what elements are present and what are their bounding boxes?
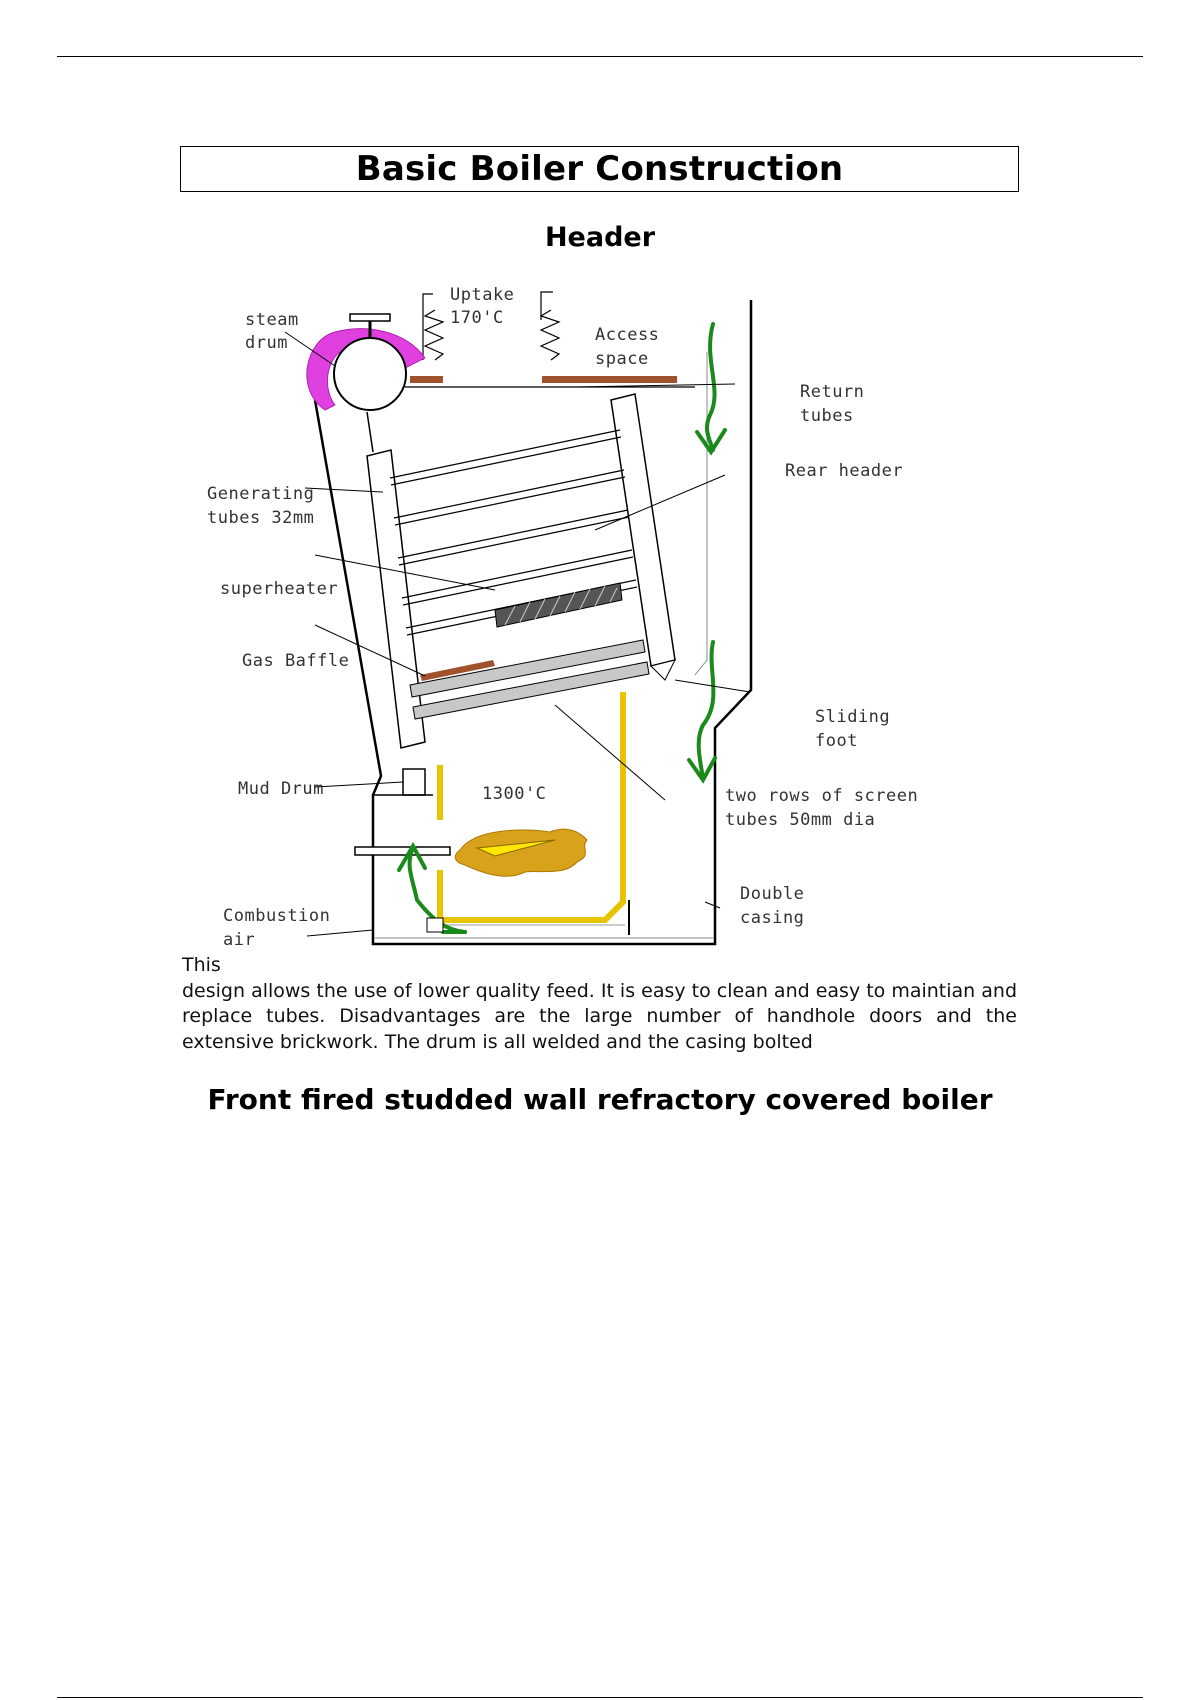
label-access: Access xyxy=(595,325,659,345)
label-furnace-temp: 1300'C xyxy=(482,784,546,804)
label-uptake-temp: 170'C xyxy=(450,308,504,328)
outer-casing xyxy=(313,300,753,946)
sliding-foot xyxy=(650,659,676,681)
leader-lines xyxy=(284,331,751,937)
label-mud-drum: Mud Drum xyxy=(238,779,324,799)
label-uptake: Uptake xyxy=(450,285,514,305)
furnace-wall xyxy=(437,692,626,923)
diagram-heading: Header xyxy=(544,222,656,253)
label-drum: drum xyxy=(245,333,288,353)
superheater-hatch xyxy=(504,585,618,626)
flow-arrows xyxy=(397,322,727,934)
gas-baffle xyxy=(420,660,495,681)
description-paragraph: This design allows the use of lower qual… xyxy=(182,953,1017,1055)
label-tubes: tubes xyxy=(800,406,854,426)
mud-drum xyxy=(402,768,426,796)
label-screen: two rows of screen xyxy=(725,786,918,806)
label-generating: Generating xyxy=(207,484,314,504)
label-screen-size: tubes 50mm dia xyxy=(725,810,875,830)
label-steam: steam xyxy=(245,310,299,330)
title-box: Basic Boiler Construction xyxy=(180,146,1019,192)
steam-drum xyxy=(333,337,407,411)
paragraph-body: design allows the use of lower quality f… xyxy=(182,979,1018,1053)
uptake-spring-right xyxy=(539,309,561,361)
screen-tube-2 xyxy=(412,661,650,720)
flame xyxy=(454,828,588,877)
steam-valve xyxy=(349,313,391,322)
top-rule xyxy=(57,56,1143,57)
label-generating-size: tubes 32mm xyxy=(207,508,314,528)
label-combustion: Combustion xyxy=(223,906,330,926)
label-double: Double xyxy=(740,884,804,904)
screen-tube-1 xyxy=(409,639,646,698)
label-casing: casing xyxy=(740,908,804,928)
front-header xyxy=(366,449,426,749)
label-foot: foot xyxy=(815,731,858,751)
label-space: space xyxy=(595,349,649,369)
label-rear-header: Rear header xyxy=(785,461,903,481)
paragraph-lead: This xyxy=(182,954,221,976)
uptake-left xyxy=(422,293,433,360)
label-return: Return xyxy=(800,382,864,402)
burner-plate xyxy=(354,846,451,856)
uptake-spring-left xyxy=(423,309,445,361)
label-sliding: Sliding xyxy=(815,707,890,727)
brick-roof-right xyxy=(542,376,677,383)
uptake-right xyxy=(540,291,553,320)
inner-casing xyxy=(694,352,708,676)
rear-header-bar xyxy=(610,393,676,667)
page-title: Basic Boiler Construction xyxy=(355,149,844,189)
label-superheater: superheater xyxy=(220,579,338,599)
brick-roof-left xyxy=(410,376,443,383)
label-air: air xyxy=(223,930,255,950)
boiler-diagram: steam drum Uptake 170'C Access space Ret… xyxy=(195,280,955,960)
bottom-rule xyxy=(57,1697,1143,1698)
label-gas-baffle: Gas Baffle xyxy=(242,651,349,671)
section-heading: Front fired studded wall refractory cove… xyxy=(207,1083,993,1116)
superheater-block xyxy=(494,582,623,628)
